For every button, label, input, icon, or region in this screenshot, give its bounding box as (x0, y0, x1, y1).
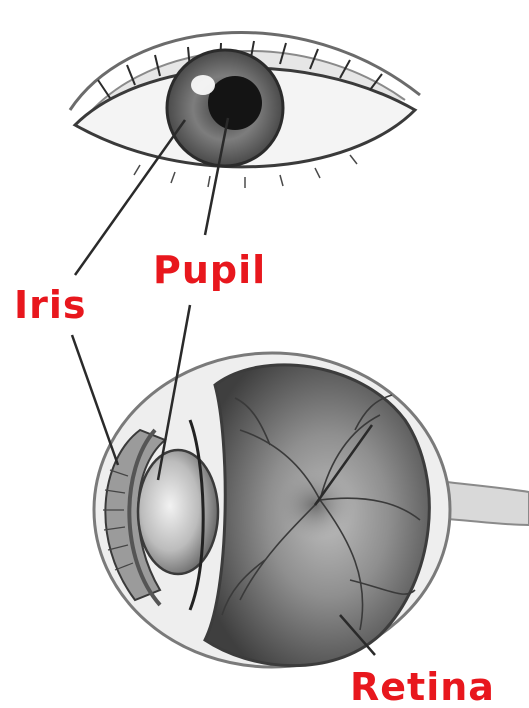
eyeball-cross-section (94, 353, 529, 667)
external-eye-illustration (70, 33, 420, 188)
label-retina: Retina (350, 665, 495, 708)
label-pupil: Pupil (153, 248, 266, 292)
leader-line-iris-section (72, 335, 118, 465)
label-iris: Iris (14, 283, 87, 327)
corneal-highlight (191, 75, 215, 95)
pupil (208, 76, 262, 130)
lens (138, 450, 218, 574)
